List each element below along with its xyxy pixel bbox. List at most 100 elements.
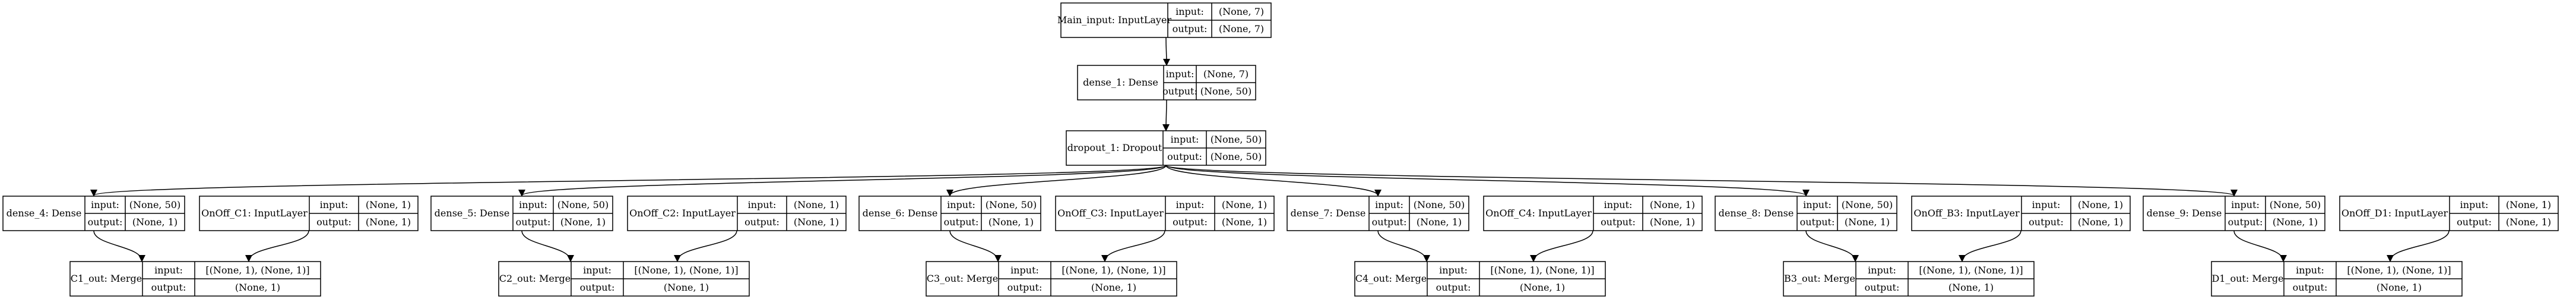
node-name: dense_7: Dense [1291, 207, 1366, 219]
node-name: dropout_1: Dropout [1067, 142, 1162, 153]
edge-dense-9-to-d1-out [2233, 230, 2287, 262]
node-b3-out: B3_out: Merge input: output: [(None, 1), (N… [1783, 261, 2035, 297]
output-port-label: output: [1167, 151, 1202, 162]
input-shape: (None, 7) [1203, 68, 1249, 80]
input-shape: (None, 50) [1842, 199, 1893, 210]
input-port-label: input: [1166, 68, 1194, 80]
output-port-label: output: [1601, 216, 1636, 228]
node-name: dense_8: Dense [1719, 207, 1794, 219]
input-shape: (None, 50) [1414, 199, 1465, 210]
node-name: dense_9: Dense [2147, 207, 2222, 219]
output-port-label: output: [1173, 216, 1208, 228]
output-port-label: output: [744, 216, 780, 228]
output-port-label: output: [1007, 282, 1043, 293]
node-d1-out: D1_out: Merge input: output: [(None, 1), (N… [2211, 261, 2463, 297]
output-shape: (None, 1) [2377, 282, 2422, 293]
node-name: C1_out: Merge [71, 273, 142, 284]
input-port-label: input: [748, 199, 777, 210]
output-shape: (None, 1) [988, 216, 1034, 228]
edge-dropout-1-to-dense-9 [1165, 165, 2238, 197]
output-shape: (None, 1) [1417, 216, 1462, 228]
input-port-label: input: [1439, 265, 1468, 276]
input-shape: [(None, 1), (None, 1)] [2347, 265, 2451, 276]
node-name: OnOff_C3: InputLayer [1057, 207, 1164, 219]
edge-onoff-c3-to-c3-out [1101, 230, 1165, 262]
output-shape: (None, 1) [2506, 216, 2551, 228]
output-port-label: output: [580, 282, 615, 293]
output-shape: (None, 1) [794, 216, 839, 228]
input-port-label: input: [154, 265, 183, 276]
node-name: OnOff_D1: InputLayer [2341, 207, 2448, 219]
edge-dropout-1-to-dense-7 [1165, 165, 1382, 197]
input-shape: (None, 1) [2506, 199, 2551, 210]
output-port-label: output: [2293, 282, 2328, 293]
node-name: D1_out: Merge [2211, 273, 2283, 284]
node-dense-4: dense_4: Dense input: output: (None, 50) (No… [2, 196, 185, 231]
output-port-label: output: [516, 216, 551, 228]
edge-dropout-1-to-dense-6 [946, 165, 1167, 197]
node-name: OnOff_B3: InputLayer [1913, 207, 2020, 219]
output-port-label: output: [1162, 86, 1197, 97]
input-port-label: input: [1803, 199, 1832, 210]
input-port-label: input: [1375, 199, 1403, 210]
output-port-label: output: [1173, 23, 1208, 34]
output-port-label: output: [2457, 216, 2492, 228]
input-shape: (None, 1) [366, 199, 411, 210]
node-name: dense_6: Dense [863, 207, 938, 219]
node-name: dense_5: Dense [435, 207, 510, 219]
output-shape: (None, 1) [1948, 282, 1994, 293]
output-shape: (None, 1) [1520, 282, 1565, 293]
node-name: B3_out: Merge [1784, 273, 1855, 284]
output-shape: (None, 50) [1211, 151, 1262, 162]
input-shape: (None, 1) [2078, 199, 2123, 210]
output-port-label: output: [1865, 282, 1900, 293]
node-name: OnOff_C4: InputLayer [1485, 207, 1592, 219]
node-main-input: Main_input: InputLayerinput:output:(None… [1057, 2, 1272, 38]
input-port-label: input: [519, 199, 547, 210]
output-port-label: output: [88, 216, 123, 228]
output-port-label: output: [2228, 216, 2263, 228]
input-port-label: input: [1868, 265, 1896, 276]
edge-dropout-1-to-dense-5 [518, 165, 1167, 197]
edges-layer [90, 37, 2450, 262]
input-port-label: input: [2460, 199, 2489, 210]
output-port-label: output: [2029, 216, 2064, 228]
input-shape: [(None, 1), (None, 1)] [1919, 265, 2023, 276]
input-shape: [(None, 1), (None, 1)] [1062, 265, 1165, 276]
output-port-label: output: [151, 282, 186, 293]
output-port-label: output: [1800, 216, 1835, 228]
output-shape: (None, 1) [366, 216, 411, 228]
node-name: dense_4: Dense [7, 207, 82, 219]
output-port-label: output: [944, 216, 979, 228]
output-shape: (None, 1) [2273, 216, 2318, 228]
edge-dropout-1-to-dense-8 [1165, 165, 1810, 197]
output-shape: (None, 1) [664, 282, 709, 293]
input-port-label: input: [2032, 199, 2061, 210]
output-port-label: output: [316, 216, 351, 228]
node-onoff-c3: OnOff_C3: InputLayerinput:output:(None, … [1055, 196, 1275, 231]
output-shape: (None, 1) [132, 216, 178, 228]
input-port-label: input: [2296, 265, 2324, 276]
node-name: Main_input: InputLayer [1057, 14, 1171, 26]
input-shape: (None, 50) [557, 199, 609, 210]
input-shape: (None, 50) [986, 199, 1037, 210]
input-port-label: input: [91, 199, 119, 210]
input-shape: (None, 1) [794, 199, 839, 210]
edge-main-input-to-dense-1 [1162, 37, 1170, 66]
input-port-label: input: [1010, 265, 1039, 276]
edge-dense-1-to-dropout-1 [1162, 99, 1170, 131]
edge-dense-7-to-c4-out [1377, 230, 1430, 262]
edge-onoff-c1-to-c1-out [245, 230, 309, 262]
input-shape: (None, 50) [129, 199, 180, 210]
input-shape: (None, 50) [1211, 134, 1262, 145]
input-port-label: input: [320, 199, 348, 210]
node-name: OnOff_C1: InputLayer [201, 207, 308, 219]
output-shape: (None, 1) [1222, 216, 1267, 228]
